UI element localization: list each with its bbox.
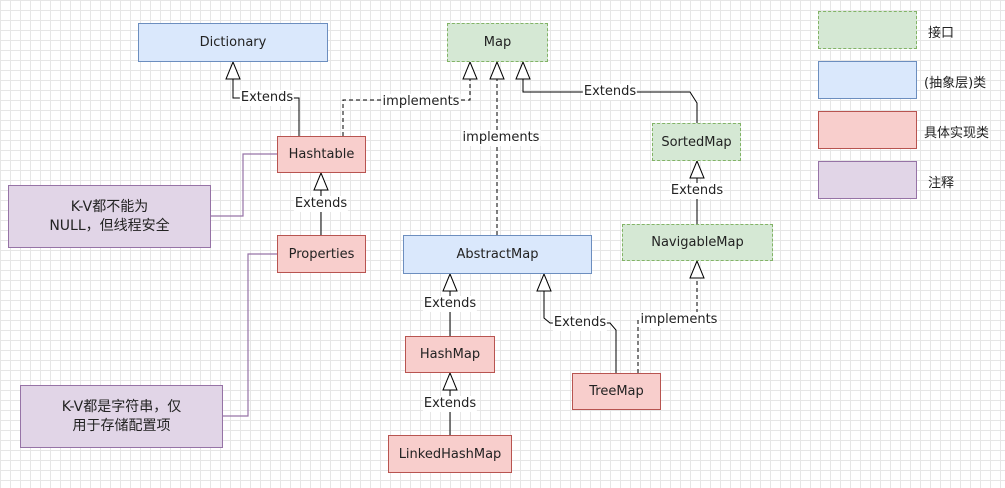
edge-treemap-abstract bbox=[543, 291, 617, 373]
edge-label-sortedmap-map: Extends bbox=[582, 84, 638, 100]
edge-hashtable-dictionary bbox=[232, 79, 300, 136]
edge-sortedmap-map bbox=[522, 79, 698, 123]
edge-label-hashtable-map: implements bbox=[381, 94, 461, 110]
node-navigable-map[interactable]: NavigableMap bbox=[622, 224, 773, 261]
edge-label-hashmap-abstract: Extends bbox=[422, 296, 478, 312]
edge-label-properties-hashtable: Extends bbox=[293, 196, 349, 212]
node-linked-hash-map[interactable]: LinkedHashMap bbox=[388, 435, 512, 473]
node-map[interactable]: Map bbox=[447, 23, 548, 62]
node-tree-map[interactable]: TreeMap bbox=[572, 373, 661, 410]
node-dictionary[interactable]: Dictionary bbox=[138, 23, 328, 62]
arrowhead-map-3 bbox=[515, 60, 531, 80]
legend-label-note: 注释 bbox=[928, 176, 955, 191]
node-hash-map[interactable]: HashMap bbox=[405, 336, 495, 373]
edge-label-treemap-abstract: Extends bbox=[552, 315, 608, 331]
arrowhead-hashtable bbox=[313, 171, 329, 191]
arrowhead-abstract-2 bbox=[536, 272, 552, 292]
note-properties: K-V都是字符串，仅 用于存储配置项 bbox=[20, 385, 223, 448]
edge-label-navigable-sorted: Extends bbox=[669, 183, 725, 199]
legend-label-abstract: (抽象层)类 bbox=[924, 76, 987, 91]
arrowhead-dictionary bbox=[225, 60, 241, 80]
arrowhead-map-1 bbox=[462, 60, 478, 80]
arrowhead-navigable bbox=[689, 259, 705, 279]
edge-label-abstractmap-map: implements bbox=[461, 130, 541, 146]
note-connector-properties bbox=[223, 253, 278, 417]
note-hashtable: K-V都不能为 NULL，但线程安全 bbox=[8, 185, 211, 248]
arrowhead-sortedmap bbox=[689, 159, 705, 179]
edge-label-treemap-navigable: implements bbox=[639, 312, 719, 328]
arrowhead-abstract-1 bbox=[442, 272, 458, 292]
arrowhead-map-2 bbox=[489, 60, 505, 80]
node-abstract-map[interactable]: AbstractMap bbox=[403, 235, 592, 274]
arrowhead-hashmap bbox=[442, 371, 458, 391]
edge-label-hashtable-dictionary: Extends bbox=[239, 90, 295, 106]
note-connector-hashtable bbox=[211, 153, 278, 217]
node-sorted-map[interactable]: SortedMap bbox=[652, 123, 741, 161]
legend-swatch-interface bbox=[818, 11, 917, 49]
node-properties[interactable]: Properties bbox=[277, 235, 366, 273]
node-hashtable[interactable]: Hashtable bbox=[277, 136, 366, 173]
legend-label-interface: 接口 bbox=[928, 26, 955, 41]
legend-label-concrete: 具体实现类 bbox=[924, 126, 990, 141]
legend-swatch-note bbox=[818, 161, 917, 199]
edge-treemap-navigable bbox=[637, 278, 698, 373]
edge-label-linked-hashmap: Extends bbox=[422, 396, 478, 412]
legend-swatch-abstract bbox=[818, 61, 917, 99]
legend-swatch-concrete bbox=[818, 111, 917, 149]
